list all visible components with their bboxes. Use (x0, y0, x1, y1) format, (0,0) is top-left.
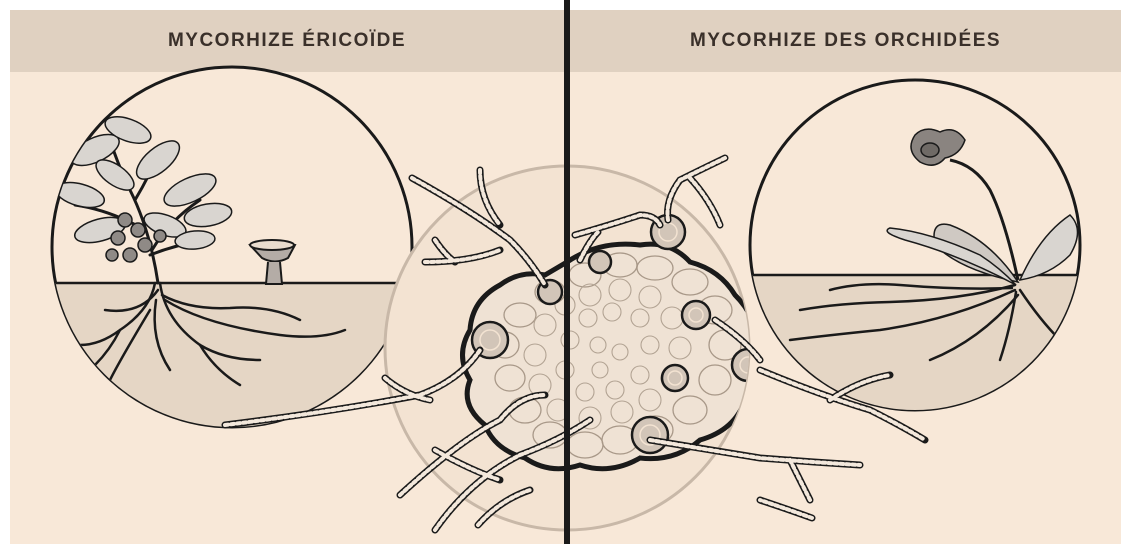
ericoid-title: MYCORHIZE ÉRICOÏDE (168, 30, 406, 52)
ericoid-header: MYCORHIZE ÉRICOÏDE (10, 10, 564, 72)
orchid-title: MYCORHIZE DES ORCHIDÉES (690, 30, 1001, 52)
ericoid-mycorrhiza-panel: MYCORHIZE ÉRICOÏDE (10, 10, 564, 544)
orchid-header: MYCORHIZE DES ORCHIDÉES (570, 10, 1121, 72)
orchid-mycorrhiza-panel: MYCORHIZE DES ORCHIDÉES (570, 10, 1121, 544)
